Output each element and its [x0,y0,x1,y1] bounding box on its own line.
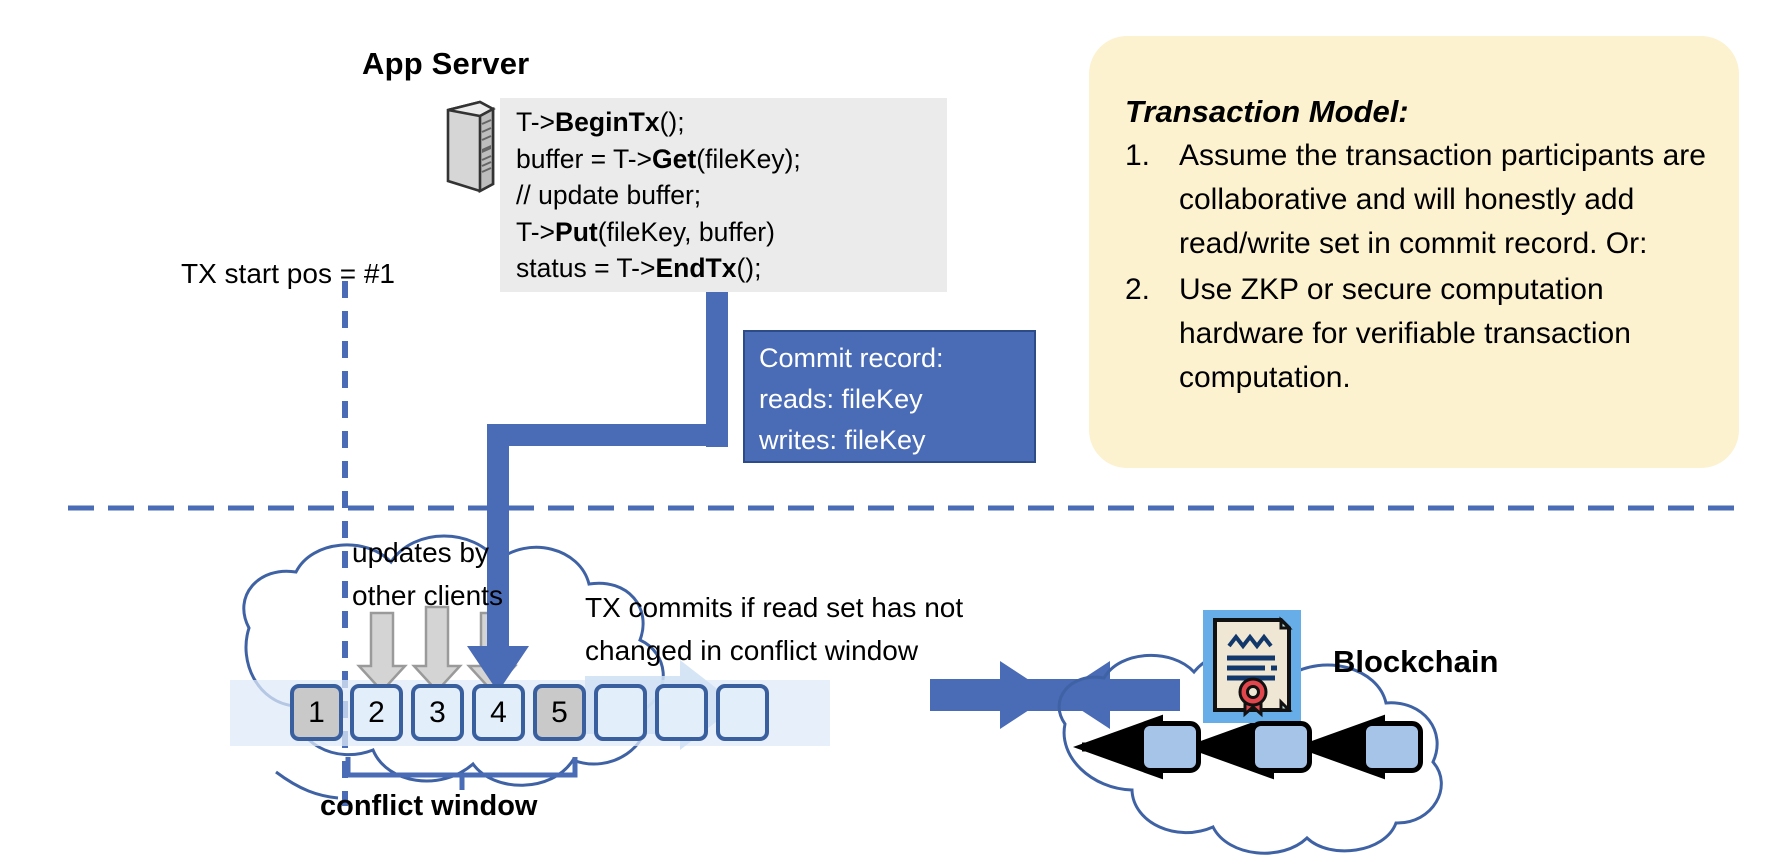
chain-block[interactable] [1139,721,1201,773]
transaction-model-item: 2. Use ZKP or secure computation hardwar… [1125,268,1709,400]
list-text: Assume the transaction participants are … [1179,139,1706,260]
code-pre: // update buffer; [516,180,702,210]
code-pre: status = T-> [516,253,656,283]
code-pre: T-> [516,107,556,137]
code-post: (fileKey, buffer) [597,216,775,247]
ledger-cell[interactable]: 2 [350,684,403,741]
list-text: Use ZKP or secure computation hardware f… [1179,273,1631,394]
code-post: (fileKey); [696,143,801,174]
transaction-model-item: 1. Assume the transaction participants a… [1125,134,1709,266]
tx-start-position-label: TX start pos = #1 [181,258,395,289]
tx-commits-condition-label: TX commits if read set has not changed i… [585,592,964,666]
commit-record-connector [706,292,728,447]
chain-block[interactable] [1250,721,1312,773]
chain-block[interactable] [1361,721,1423,773]
conflict-window-brace [345,757,578,790]
code-bold: Get [652,143,697,174]
code-line: T->BeginTx(); [516,104,947,141]
code-line: // update buffer; [516,177,947,214]
code-pre: T-> [516,216,556,247]
ledger-cell[interactable]: 5 [533,684,586,741]
ledger-cell[interactable]: 1 [290,684,343,741]
transaction-model-callout: Transaction Model: 1. Assume the transac… [1089,36,1739,468]
server-icon [440,96,500,196]
ledger-cell[interactable] [716,684,769,741]
code-bold: Put [555,216,598,247]
commit-record-box: Commit record: reads: fileKey writes: fi… [743,330,1036,463]
updates-by-other-clients-label: updates by other clients [352,537,503,611]
commit-record-reads: reads: fileKey [759,384,923,414]
app-server-title: App Server [362,46,530,81]
code-bold: BeginTx [555,107,660,137]
commit-record-writes: writes: fileKey [759,425,926,455]
commit-record-title: Commit record: [759,343,944,373]
code-line: T->Put(fileKey, buffer) [516,214,947,251]
code-post: (); [659,107,685,137]
code-line: status = T->EndTx(); [516,250,947,287]
ledger-cell[interactable] [594,684,647,741]
sync-double-arrow [930,661,1180,729]
certificate-icon [1203,610,1301,723]
blockchain-label: Blockchain [1333,644,1499,679]
update-arrows [356,605,518,693]
code-pre: buffer = T-> [516,143,653,174]
ledger-cell[interactable]: 3 [411,684,464,741]
code-bold: EndTx [655,253,737,283]
ledger-cell[interactable] [655,684,708,741]
transaction-model-title: Transaction Model: [1125,94,1409,129]
code-block: T->BeginTx(); buffer = T->Get(fileKey); … [500,98,947,292]
conflict-window-label: conflict window [320,790,538,822]
list-number: 2. [1125,273,1151,306]
code-line: buffer = T->Get(fileKey); [516,141,947,178]
list-number: 1. [1125,139,1151,172]
ledger-cell[interactable]: 4 [472,684,525,741]
code-post: (); [736,253,762,283]
